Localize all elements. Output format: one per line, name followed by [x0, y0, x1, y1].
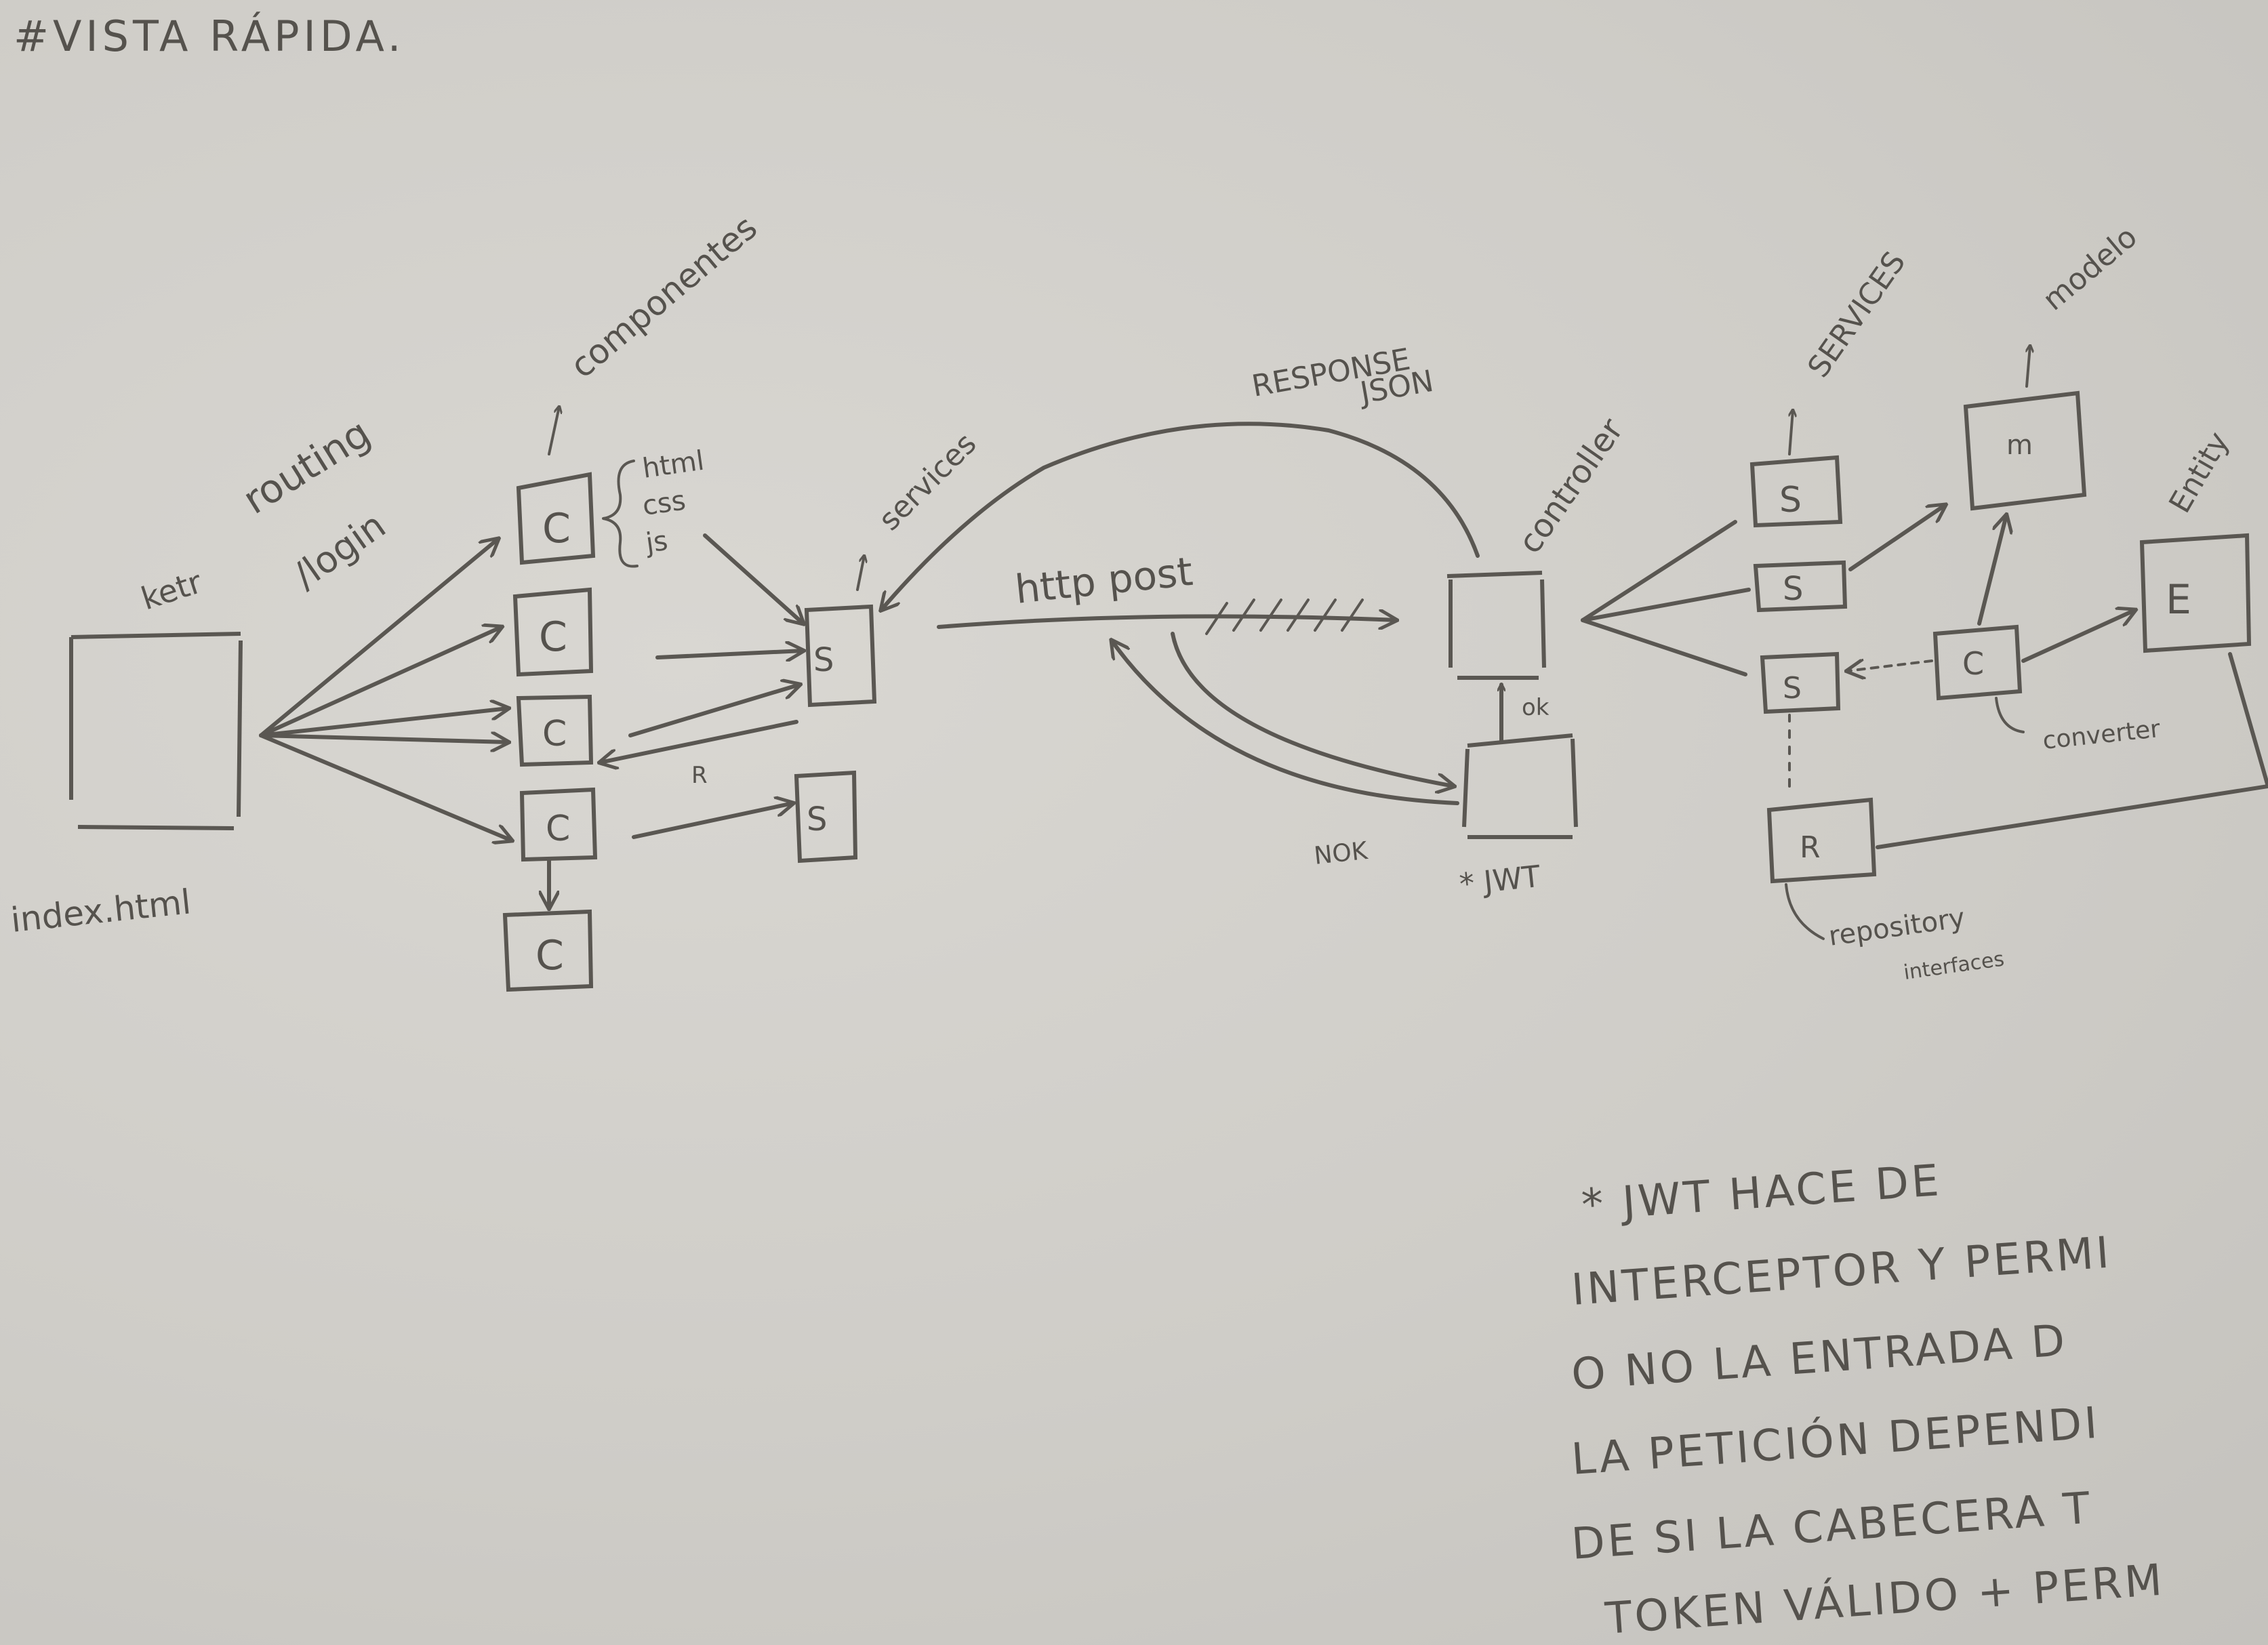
repository-letter: R [1800, 830, 1821, 865]
component-box-4: C [519, 787, 598, 862]
back-service-box-3: S [1760, 651, 1841, 714]
component-letter: C [542, 714, 567, 754]
repository-box: R [1766, 797, 1877, 884]
component-box-2: C [512, 587, 594, 677]
services-front-label: services [872, 426, 984, 537]
ok-label: ok [1522, 694, 1550, 721]
component-part-css: css [641, 485, 687, 521]
nok-label: NOK [1313, 837, 1370, 870]
service-letter: S [813, 641, 834, 679]
services-back-label: SERVICES [1801, 245, 1912, 384]
title: #VISTA RÁPIDA. [14, 11, 405, 61]
http-post-label: http post [1013, 548, 1194, 613]
component-letter: C [546, 809, 570, 849]
component-letter: C [542, 505, 571, 552]
back-service-box-2: S [1753, 560, 1848, 613]
componentes-label: componentes [563, 207, 764, 386]
component-box-3: C [516, 694, 594, 767]
jwt-intercept-arrows [1112, 632, 1459, 805]
entity-label: Entity [2162, 426, 2235, 519]
back-service-box-1: S [1749, 455, 1843, 528]
note-line: DE SI LA CABECERA T [1570, 1483, 2094, 1570]
jwt-note: * JWT HACE DE INTERCEPTOR Y PERMI O NO L… [1570, 1156, 2166, 1644]
component-letter: C [1962, 645, 1984, 682]
note-line: INTERCEPTOR Y PERMI [1570, 1227, 2113, 1316]
http-post-arrow [937, 598, 1396, 635]
routing-label: routing [235, 409, 378, 523]
component-box-5: C [502, 909, 594, 992]
index-html-label: index.html [9, 882, 193, 940]
note-line: * JWT HACE DE [1580, 1156, 1943, 1231]
front-service-box-2: S [794, 770, 858, 864]
component-to-service-arrows [600, 533, 803, 839]
component-part-js: js [643, 525, 670, 559]
service-letter: S [1779, 480, 1802, 521]
repository-label: repository [1827, 902, 1967, 952]
jwt-box [1462, 733, 1578, 839]
index-top-label: ketr [137, 563, 207, 617]
entity-letter: E [2166, 576, 2191, 624]
converter-box: C [1932, 624, 2023, 701]
note-line: O NO LA ENTRADA D [1570, 1316, 2069, 1400]
service-letter: S [807, 800, 827, 838]
controller-box [1446, 571, 1546, 680]
note-line: TOKEN VÁLIDO + PERM [1603, 1553, 2166, 1644]
routing-arrows [259, 539, 512, 840]
component-letter: C [535, 932, 564, 979]
front-service-box-1: S [804, 604, 877, 708]
response-json-arrow [881, 422, 1480, 610]
controller-label: controller [1511, 411, 1631, 561]
entity-box: E [2139, 533, 2252, 653]
jwt-label: * JWT [1458, 859, 1542, 902]
interfaces-label: interfaces [1902, 947, 2006, 984]
index-html-box [69, 632, 243, 830]
service-letter: S [1783, 570, 1803, 608]
note-line: LA PETICIÓN DEPENDI [1570, 1397, 2102, 1485]
login-label: /login [285, 504, 393, 596]
model-box: m [1963, 390, 2087, 511]
model-letter: m [2006, 430, 2033, 461]
controller-to-services-lines [1581, 520, 1751, 676]
component-letter: C [539, 613, 567, 661]
converter-label: converter [2042, 715, 2162, 755]
component-part-html: html [641, 445, 706, 485]
modelo-label: modelo [2036, 220, 2143, 317]
return-label: R [691, 762, 708, 789]
service-letter: S [1783, 671, 1802, 706]
component-box-1: C [516, 472, 596, 565]
